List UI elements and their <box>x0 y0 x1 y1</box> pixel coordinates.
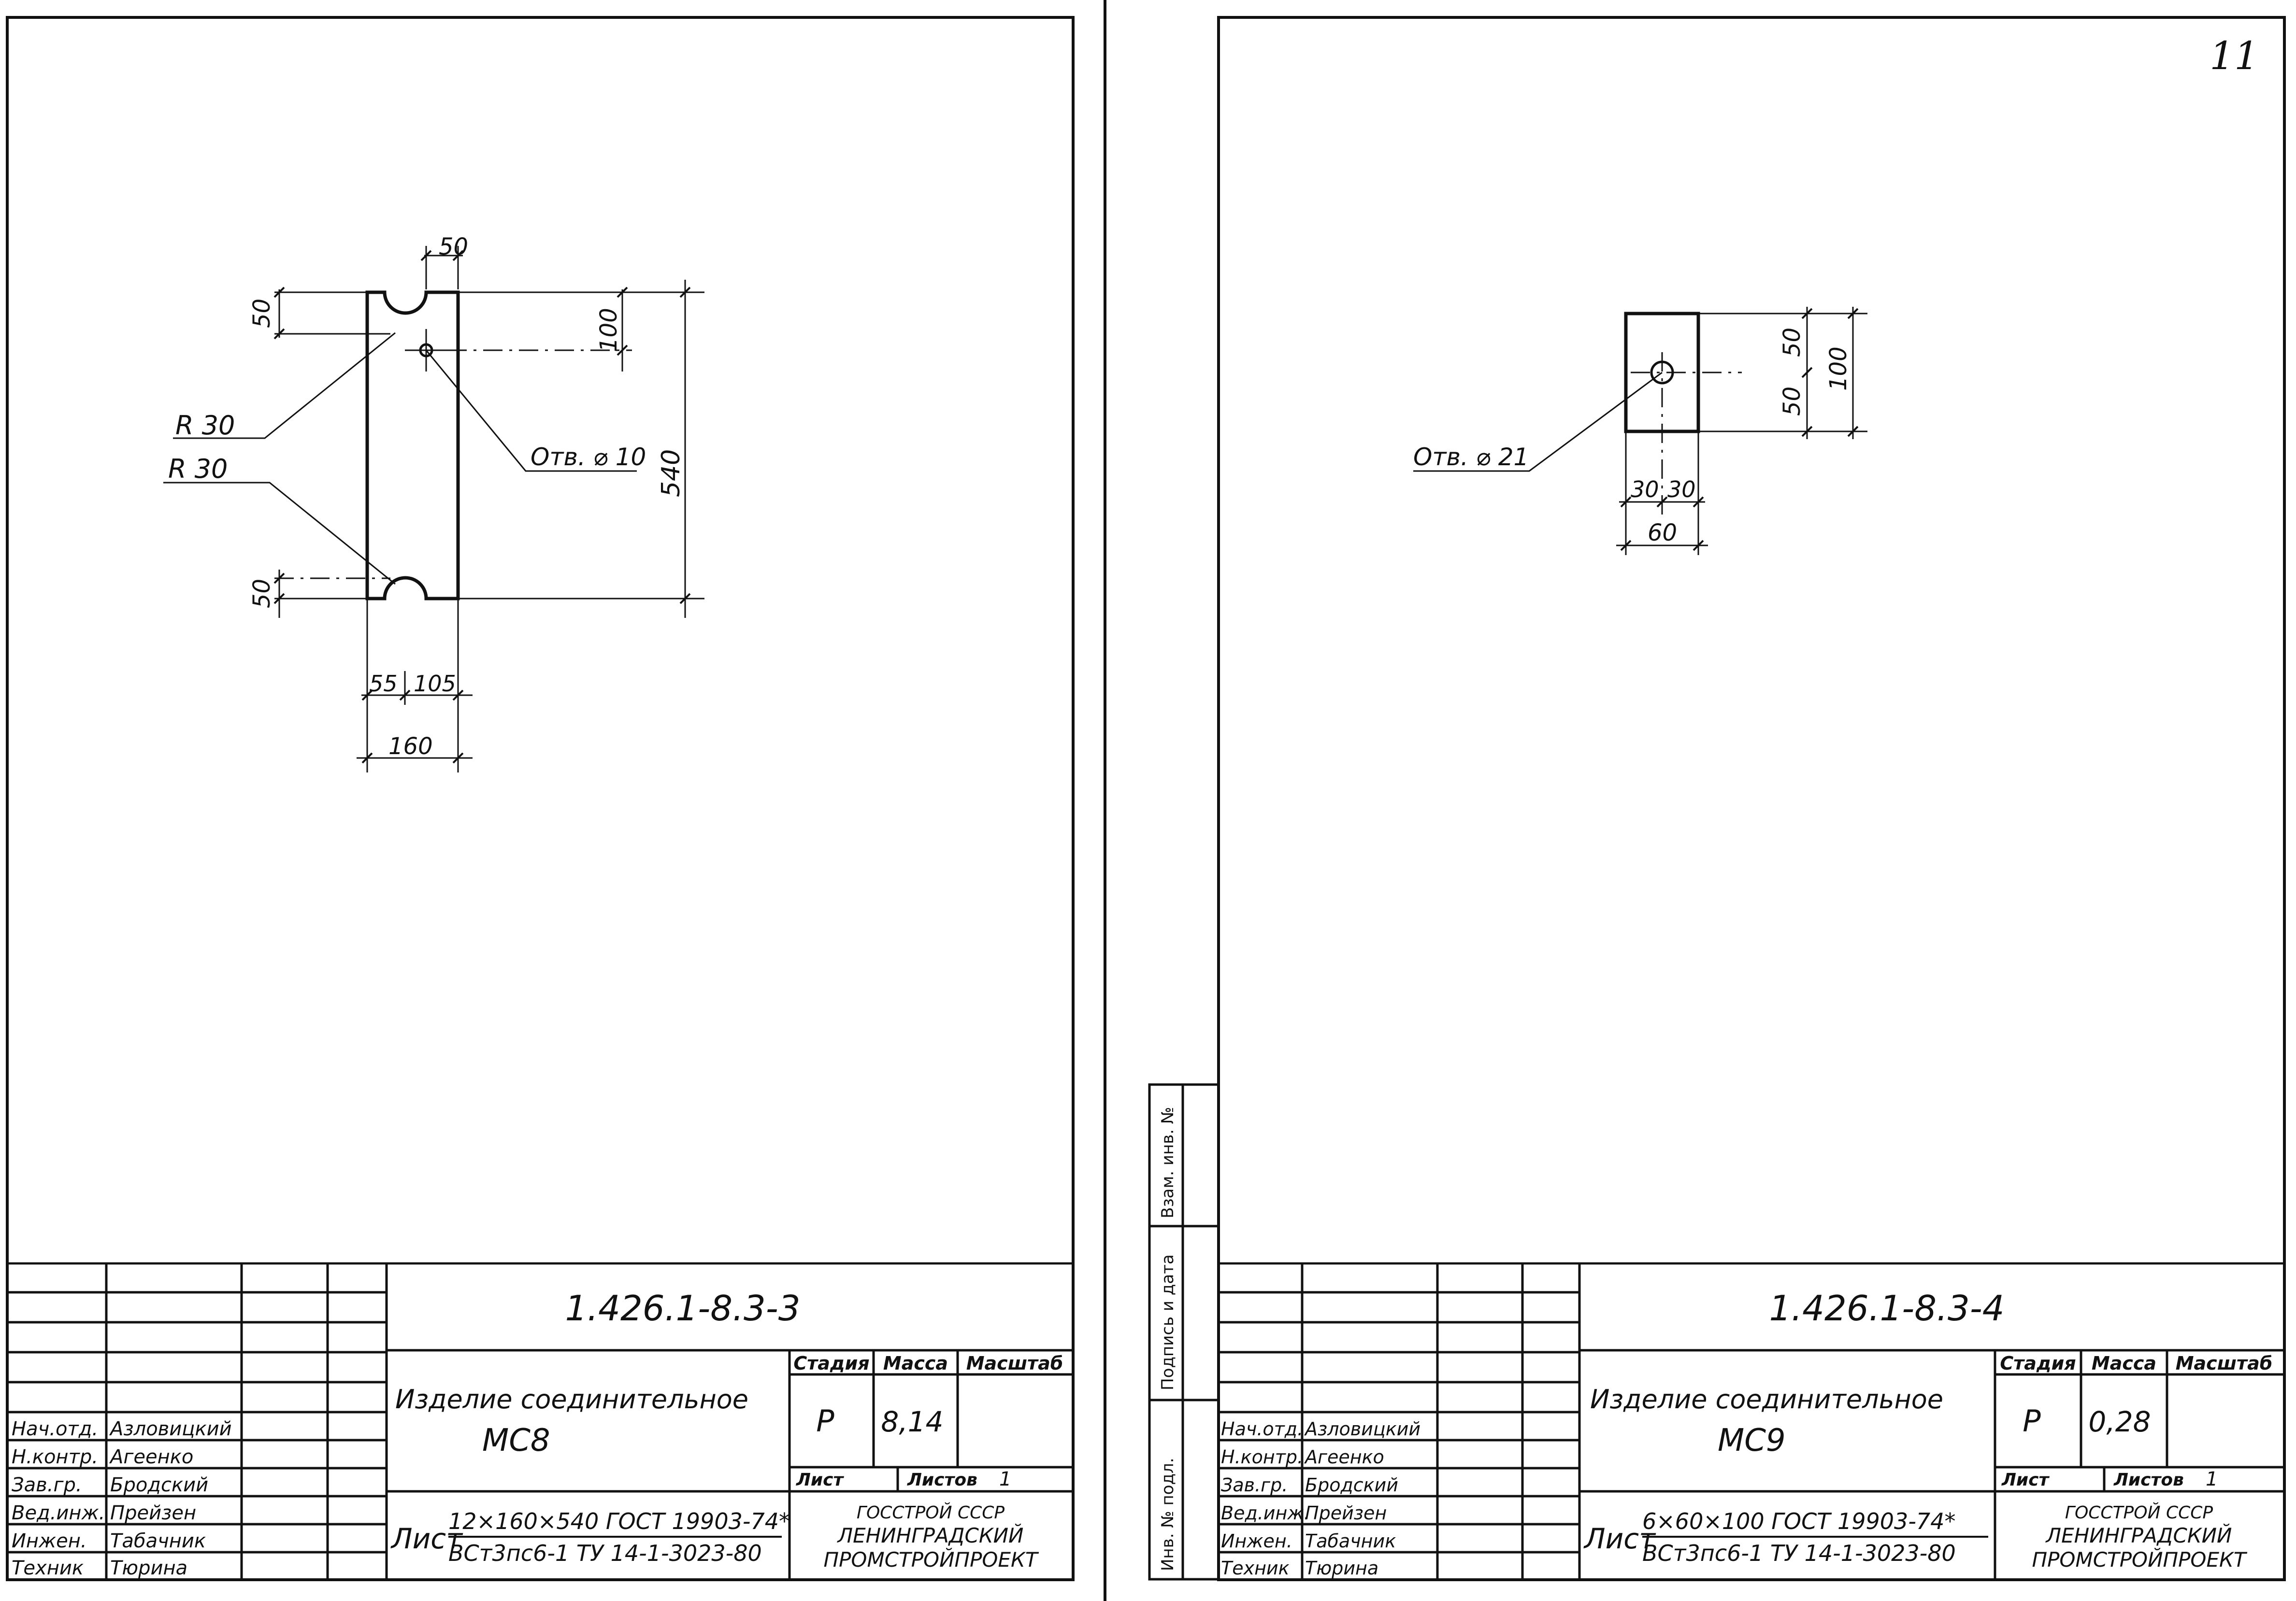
signature-name: Азловицкий <box>1304 1418 1421 1440</box>
dim-105: 105 <box>414 671 456 697</box>
dim-540: 540 <box>657 449 686 497</box>
signature-name: Тюрина <box>110 1557 187 1578</box>
sheets-count: 1 <box>2206 1468 2218 1490</box>
signature-role: Н.контр. <box>1221 1446 1303 1468</box>
dim-60: 60 <box>1648 519 1677 546</box>
org-line-3: ПРОМСТРОЙПРОЕКТ <box>824 1547 1039 1572</box>
dim-160: 160 <box>388 733 433 760</box>
part-mark: МС8 <box>482 1423 550 1458</box>
signature-role: Техник <box>12 1557 84 1578</box>
signature-list: Нач.отд. Азловицкий Н.контр. Агеенко Зав… <box>12 1418 232 1578</box>
mass-header: Масса <box>883 1353 948 1374</box>
signature-name: Агеенко <box>1304 1446 1384 1468</box>
dim-100: 100 <box>1825 346 1852 391</box>
drawing-sheet-right: 11 <box>1217 16 2286 1581</box>
signature-role: Нач.отд. <box>1221 1418 1303 1440</box>
part-drawing-mc8: 50 50 100 540 50 55 105 160 R 30 R 30 От… <box>163 233 704 772</box>
material-spec-top: 6×60×100 ГОСТ 19903-74* <box>1642 1508 1955 1534</box>
stage-header: Стадия <box>2000 1353 2076 1374</box>
signature-role: Инжен. <box>1221 1530 1292 1552</box>
part-title: Изделие соединительное <box>1590 1384 1943 1415</box>
material-spec-bottom: ВСт3пс6-1 ТУ 14-1-3023-80 <box>1642 1540 1956 1566</box>
dim-50-top: 50 <box>439 233 468 260</box>
radius-label-2: R 30 <box>168 454 228 484</box>
signature-role: Нач.отд. <box>12 1418 98 1440</box>
signature-name: Агеенко <box>109 1446 193 1468</box>
dim-50-lower: 50 <box>1779 386 1806 416</box>
sheet-label: Лист <box>2001 1470 2050 1490</box>
scale-header: Масштаб <box>966 1353 1063 1374</box>
signature-role: Зав.гр. <box>1221 1474 1288 1496</box>
material-prefix: Лист <box>390 1522 463 1555</box>
signature-name: Бродский <box>1305 1474 1398 1496</box>
radius-label-1: R 30 <box>175 410 235 441</box>
sheets-label: Листов <box>907 1470 977 1490</box>
signature-list: Нач.отд. Азловицкий Н.контр. Агеенко Зав… <box>1221 1418 1421 1578</box>
mass-header: Масса <box>2092 1353 2156 1374</box>
dim-55: 55 <box>369 671 398 697</box>
scale-header: Масштаб <box>2176 1353 2273 1374</box>
signature-role: Н.контр. <box>12 1446 98 1468</box>
stage-header: Стадия <box>793 1353 869 1374</box>
signature-role: Вед.инж. <box>12 1502 105 1524</box>
archive-side-strip: Взам. инв. № Подпись и дата Инв. № подл. <box>1148 1083 1220 1581</box>
signature-name: Тюрина <box>1305 1558 1378 1578</box>
drawing-sheet-left: 50 50 100 540 50 55 105 160 R 30 R 30 От… <box>6 16 1075 1581</box>
material-prefix: Лист <box>1583 1522 1656 1555</box>
signature-name: Азловицкий <box>109 1418 232 1440</box>
material-spec-bottom: ВСт3пс6-1 ТУ 14-1-3023-80 <box>448 1540 762 1566</box>
sheet-number: 11 <box>2210 33 2259 78</box>
dim-30-right: 30 <box>1667 476 1696 502</box>
side-strip-inventory: Инв. № подл. <box>1158 1458 1177 1571</box>
side-strip-replacement: Взам. инв. № <box>1158 1107 1177 1218</box>
dim-50-top-notch: 50 <box>248 299 275 328</box>
part-title: Изделие соединительное <box>395 1384 748 1415</box>
signature-name: Табачник <box>110 1530 206 1552</box>
signature-role: Вед.инж. <box>1221 1502 1310 1524</box>
dim-100: 100 <box>595 308 622 352</box>
dim-50-bottom-notch: 50 <box>248 579 275 608</box>
part-drawing-mc9: 50 50 100 30 30 60 Отв. ⌀ 21 <box>1413 307 1867 555</box>
signature-name: Прейзен <box>1305 1502 1387 1524</box>
stage-value: Р <box>2023 1403 2041 1439</box>
signature-role: Техник <box>1221 1558 1290 1578</box>
org-line-1: ГОССТРОЙ СССР <box>857 1502 1004 1523</box>
dim-30-left: 30 <box>1631 476 1659 502</box>
sheet-label: Лист <box>796 1470 844 1490</box>
side-strip-signature: Подпись и дата <box>1158 1254 1177 1390</box>
org-line-1: ГОССТРОЙ СССР <box>2065 1502 2213 1523</box>
org-line-2: ЛЕНИНГРАДСКИЙ <box>2045 1523 2232 1547</box>
part-mark: МС9 <box>1718 1423 1786 1458</box>
dim-50-upper: 50 <box>1779 328 1806 357</box>
hole-label: Отв. ⌀ 21 <box>1413 443 1529 471</box>
sheets-count: 1 <box>999 1468 1011 1490</box>
mass-value: 0,28 <box>2088 1405 2151 1438</box>
material-spec-top: 12×160×540 ГОСТ 19903-74* <box>448 1508 790 1534</box>
signature-role: Зав.гр. <box>12 1474 82 1496</box>
org-line-2: ЛЕНИНГРАДСКИЙ <box>837 1523 1024 1547</box>
title-block-left: 1.426.1-8.3-3 Изделие соединительное МС8… <box>9 1262 1072 1578</box>
signature-name: Табачник <box>1305 1530 1396 1552</box>
signature-role: Инжен. <box>12 1530 87 1552</box>
drawing-code: 1.426.1-8.3-3 <box>565 1288 800 1329</box>
stage-value: Р <box>816 1403 834 1439</box>
title-block-right: 1.426.1-8.3-4 Изделие соединительное МС9… <box>1220 1262 2283 1578</box>
signature-name: Прейзен <box>110 1502 196 1524</box>
org-line-3: ПРОМСТРОЙПРОЕКТ <box>2032 1547 2248 1572</box>
mass-value: 8,14 <box>881 1405 943 1438</box>
sheets-label: Листов <box>2113 1470 2184 1490</box>
sheet-divider <box>1104 0 1106 1601</box>
drawing-code: 1.426.1-8.3-4 <box>1769 1288 2004 1329</box>
hole-label: Отв. ⌀ 10 <box>531 443 646 471</box>
signature-name: Бродский <box>110 1474 208 1496</box>
